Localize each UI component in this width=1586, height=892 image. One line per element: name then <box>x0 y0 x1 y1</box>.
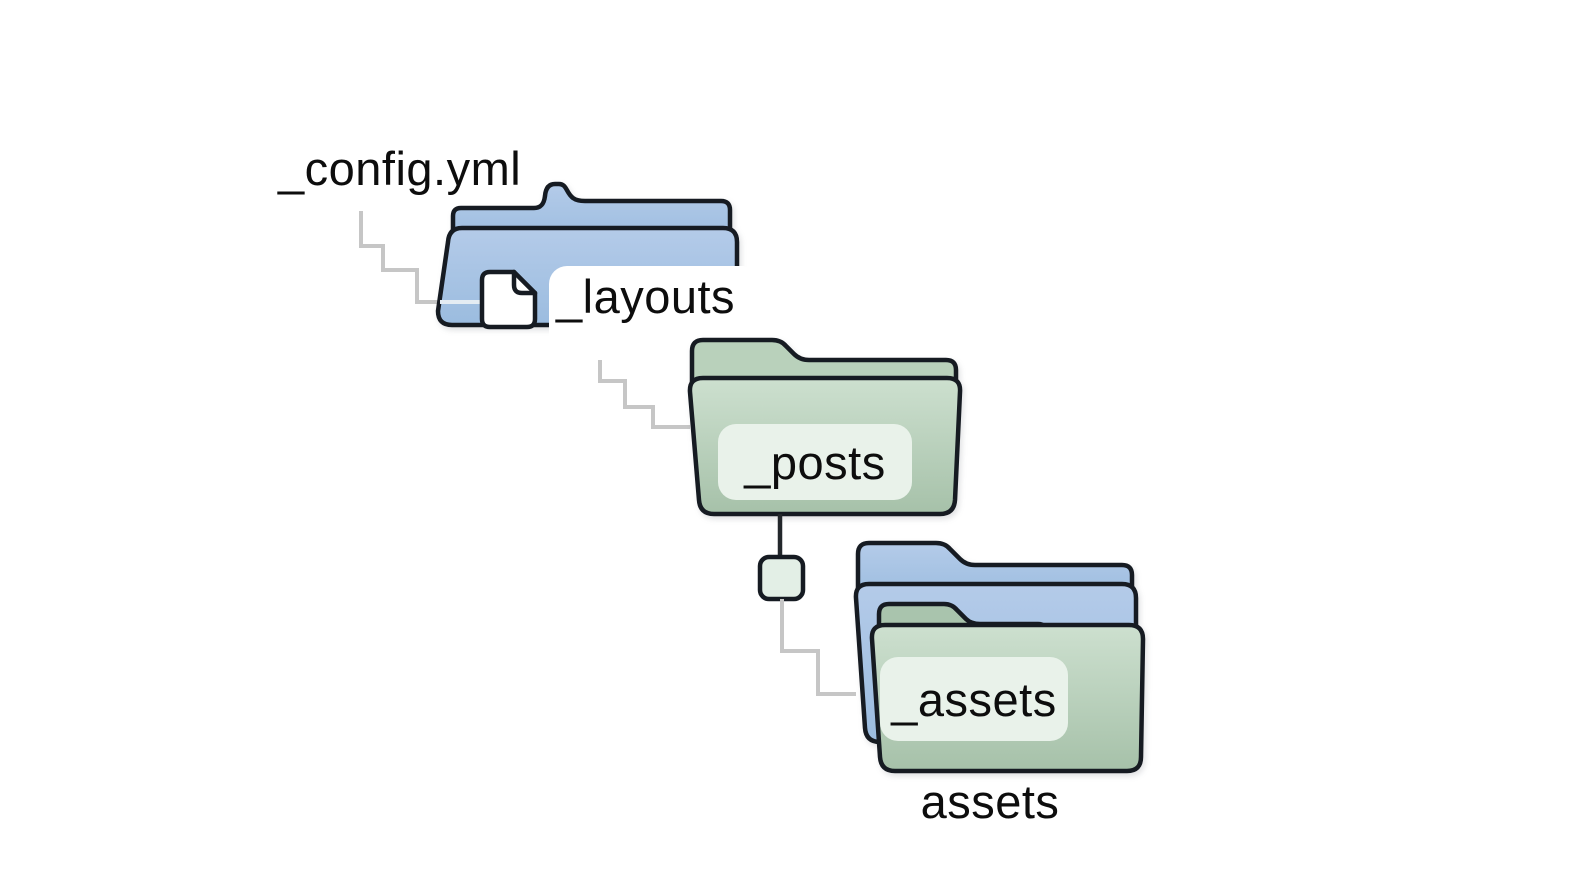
file-icon <box>479 269 538 330</box>
file-icon-fold <box>511 269 538 296</box>
config-yml-label: _config.yml <box>278 142 522 195</box>
layouts-label: _layouts <box>556 270 736 323</box>
folder-icon-posts <box>687 337 963 517</box>
assets-label-chip <box>880 657 1068 741</box>
posts-label: _posts <box>744 435 886 489</box>
posts-label-chip <box>718 424 912 500</box>
file-icon-page <box>479 269 538 330</box>
edge-layouts-to-posts <box>598 335 690 429</box>
layouts-label-chip <box>549 266 761 360</box>
edge-config-to-layouts <box>359 211 480 304</box>
assets-caption: assets <box>920 774 1060 828</box>
folder-stack-assets <box>853 540 1146 774</box>
assets-front-label: _assets <box>891 672 1057 726</box>
edge-junction-to-assets <box>780 599 856 696</box>
junction-square-node <box>757 554 806 602</box>
